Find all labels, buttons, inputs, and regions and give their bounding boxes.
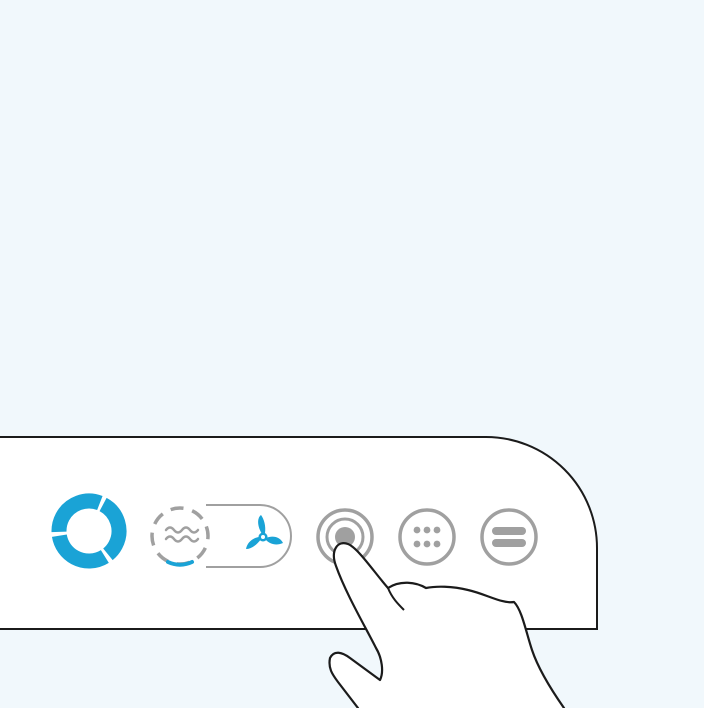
power-button[interactable]	[50, 492, 128, 570]
mode-toggle[interactable]	[144, 500, 296, 572]
hand-pointer-icon	[318, 522, 568, 708]
fan-icon	[240, 512, 288, 560]
humidity-waves-icon	[146, 504, 214, 570]
power-ring-icon	[50, 492, 128, 570]
